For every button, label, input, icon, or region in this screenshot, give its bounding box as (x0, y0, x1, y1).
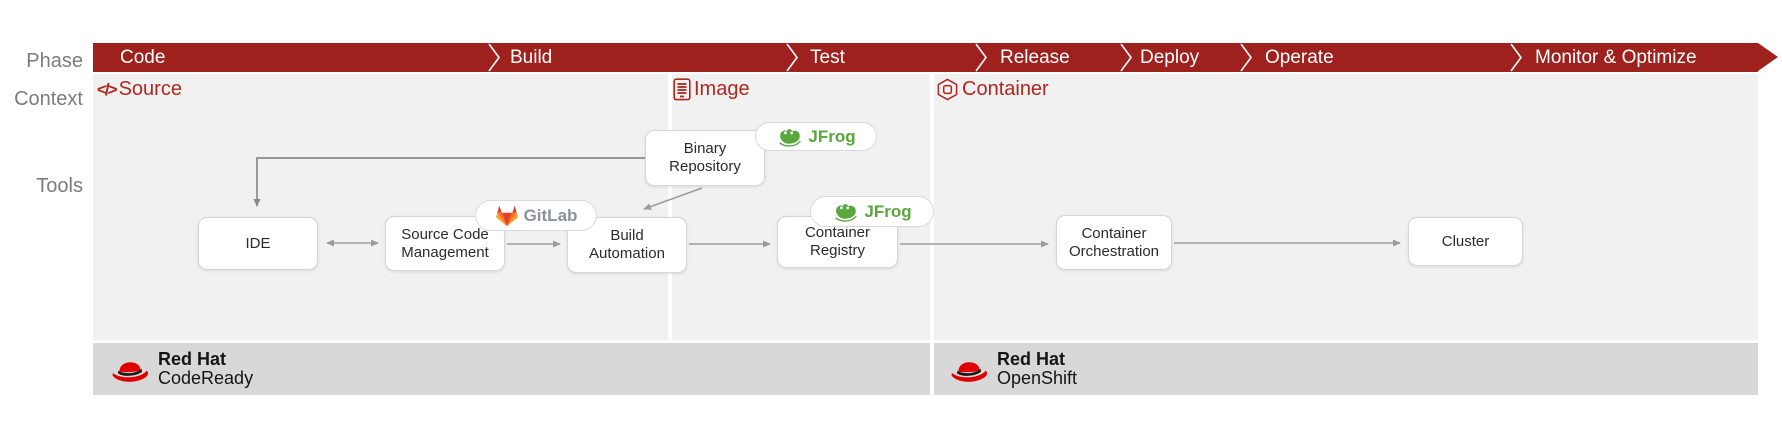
openshift-product-text: OpenShift (997, 368, 1078, 388)
image-icon (673, 78, 691, 101)
phase-code: Code (120, 47, 166, 68)
phase-deploy: Deploy (1140, 47, 1200, 68)
row-label-context: Context (14, 88, 83, 110)
chevron-separator-icon (1240, 43, 1252, 72)
context-source-label: Source (118, 78, 182, 100)
jfrog-badge-binary-repository: JFrog (755, 122, 877, 151)
redhat-brand-text: Red Hat (997, 349, 1066, 369)
section-container (934, 74, 1758, 340)
context-container: Container (936, 78, 1049, 101)
jfrog-label: JFrog (808, 126, 856, 146)
context-image-label: Image (694, 78, 750, 100)
tool-box-ide: IDE (198, 217, 318, 270)
row-label-tools: Tools (36, 175, 83, 197)
tool-box-binary-repository: Binary Repository (645, 130, 765, 186)
context-container-label: Container (962, 78, 1049, 100)
jfrog-label: JFrog (864, 201, 912, 221)
gitlab-badge: GitLab (475, 200, 597, 231)
jfrog-logo-icon (835, 204, 858, 222)
gitlab-label: GitLab (523, 205, 578, 225)
product-bar-codeready: Red Hat CodeReady (93, 343, 930, 395)
chevron-separator-icon (975, 43, 987, 72)
jfrog-logo-icon (779, 129, 802, 147)
redhat-brand-text: Red Hat (158, 349, 227, 369)
codeready-product-text: CodeReady (158, 368, 254, 388)
phase-operate: Operate (1265, 47, 1334, 68)
tool-box-cluster: Cluster (1408, 217, 1523, 266)
jfrog-badge-container-registry: JFrog (810, 196, 934, 227)
gitlab-logo-icon (495, 205, 518, 226)
chevron-separator-icon (1120, 43, 1132, 72)
phase-release: Release (1000, 47, 1070, 68)
tool-box-container-orchestration: Container Orchestration (1056, 215, 1172, 270)
phase-bar-arrow-tip (1758, 43, 1778, 71)
chevron-separator-icon (488, 43, 500, 72)
phase-build: Build (510, 47, 553, 68)
chevron-separator-icon (786, 43, 798, 72)
phase-monitor-optimize: Monitor & Optimize (1535, 47, 1697, 68)
context-image: Image (673, 78, 750, 101)
code-icon: </> (97, 79, 118, 99)
product-bar-openshift: Red Hat OpenShift (934, 343, 1758, 395)
row-label-phase: Phase (26, 50, 83, 72)
chevron-separator-icon (1510, 43, 1522, 72)
phase-test: Test (810, 47, 845, 68)
phase-bar: Code Build Test Release Deploy Operate M… (93, 43, 1758, 72)
red-hat-logo-icon (951, 362, 988, 382)
container-icon (937, 78, 958, 101)
red-hat-logo-icon (112, 362, 149, 382)
context-source: </> Source (97, 78, 182, 101)
